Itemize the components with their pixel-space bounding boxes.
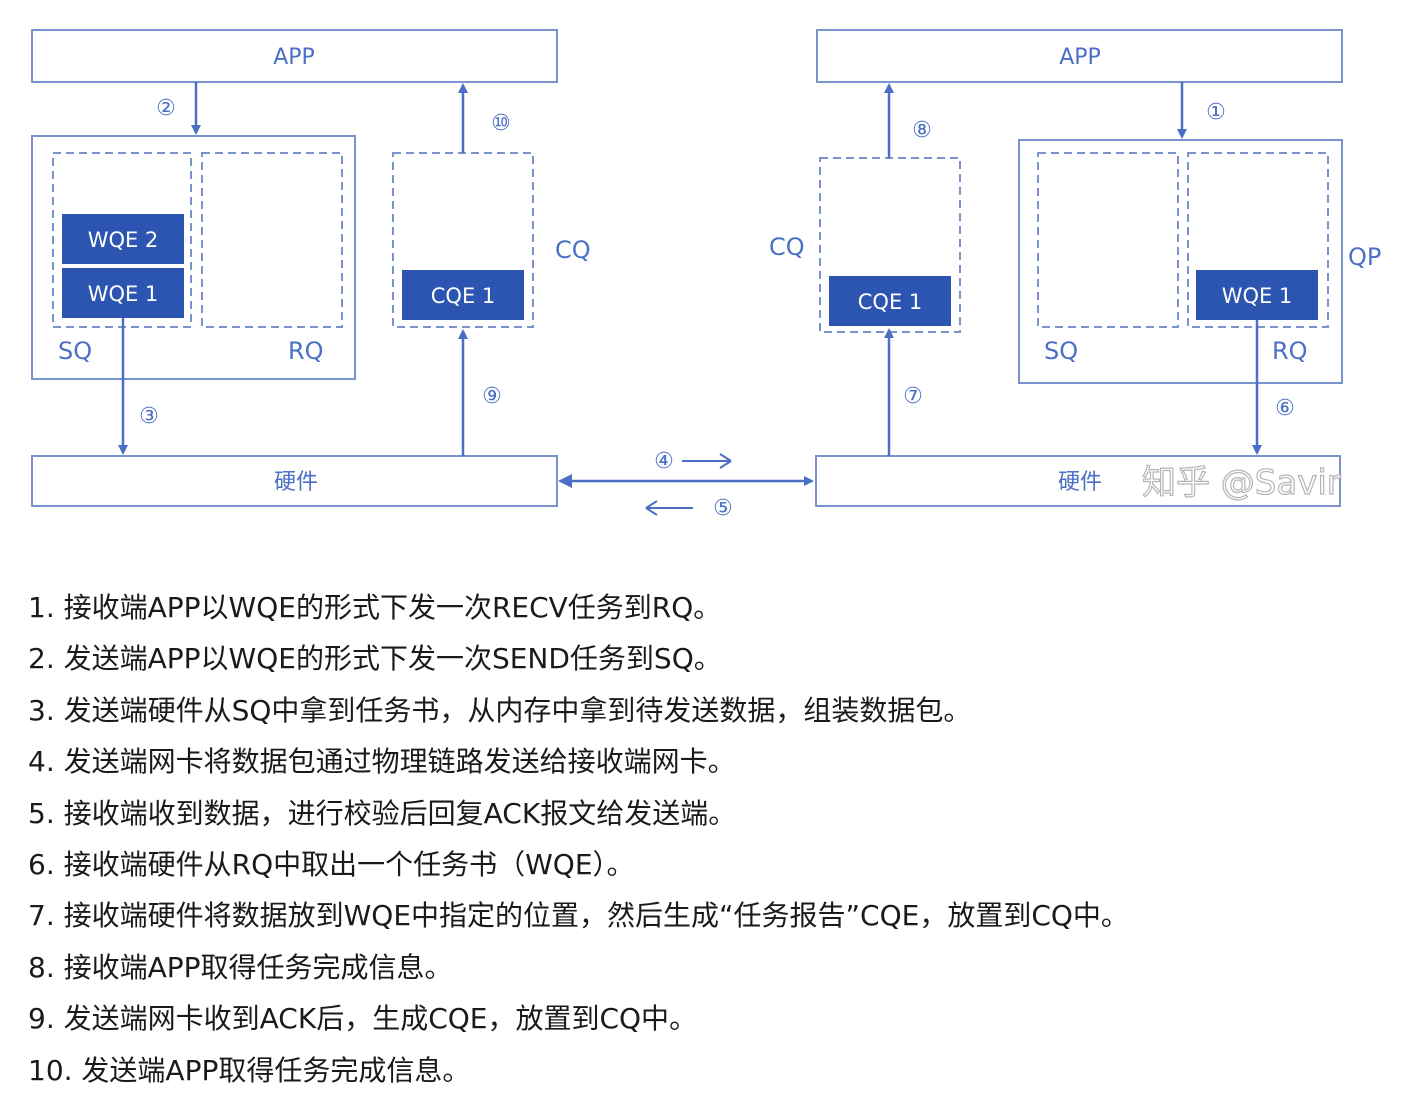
step-item: 9. 发送端网卡收到ACK后，生成CQE，放置到CQ中。	[28, 1002, 698, 1036]
arrow-step-5	[645, 500, 693, 516]
marker-step-6: ⑥	[1275, 396, 1295, 421]
left-hardware-label: 硬件	[274, 470, 318, 495]
step-item: 10. 发送端APP取得任务完成信息。	[28, 1053, 471, 1087]
right-cqe1-label: CQE 1	[858, 290, 923, 314]
watermark-text: 知乎 @Savir	[1142, 463, 1341, 503]
steps-list: 1. 接收端APP以WQE的形式下发一次RECV任务到RQ。 2. 发送端APP…	[28, 582, 1388, 1096]
left-rq-label: RQ	[288, 337, 324, 365]
step-item: 8. 接收端APP取得任务完成信息。	[28, 950, 453, 984]
right-app-label: APP	[1059, 45, 1101, 70]
left-app-label: APP	[273, 45, 315, 70]
marker-step-9: ⑨	[482, 384, 502, 409]
right-cq-label: CQ	[769, 233, 805, 261]
marker-step-4: ④	[654, 449, 674, 474]
left-rq-queue	[201, 152, 343, 328]
right-rq-label: RQ	[1272, 337, 1308, 365]
left-cqe1-entry: CQE 1	[402, 270, 524, 320]
right-qp-box	[1018, 139, 1343, 384]
left-app-box: APP	[31, 29, 558, 83]
step-item: 3. 发送端硬件从SQ中拿到任务书，从内存中拿到待发送数据，组装数据包。	[28, 693, 972, 727]
left-cqe1-label: CQE 1	[431, 284, 496, 308]
right-qp-label: QP	[1348, 243, 1381, 271]
right-sq-queue	[1037, 152, 1179, 328]
link-arrowhead-left	[558, 474, 572, 488]
right-wqe1-entry: WQE 1	[1196, 270, 1318, 320]
step-item: 5. 接收端收到数据，进行校验后回复ACK报文给发送端。	[28, 796, 737, 830]
right-app-box: APP	[816, 29, 1343, 83]
marker-step-10: ⑩	[491, 111, 511, 136]
left-cq-label: CQ	[555, 236, 591, 264]
left-wqe1-label: WQE 1	[88, 282, 159, 306]
arrow-step-4	[682, 453, 732, 469]
marker-step-3: ③	[139, 404, 159, 429]
left-wqe2-entry: WQE 2	[62, 214, 184, 264]
right-hardware-label: 硬件	[1058, 470, 1102, 495]
marker-step-1: ①	[1206, 100, 1226, 125]
step-item: 4. 发送端网卡将数据包通过物理链路发送给接收端网卡。	[28, 745, 736, 779]
right-cqe1-entry: CQE 1	[829, 276, 951, 326]
left-wqe1-entry: WQE 1	[62, 268, 184, 318]
right-hardware-box: 硬件	[815, 455, 1341, 507]
rdma-send-recv-diagram: APP WQE 2 WQE 1 SQ RQ CQE 1 CQ 硬件 ② ③ ⑨ …	[31, 29, 1381, 521]
marker-step-7: ⑦	[903, 384, 923, 409]
step-item: 1. 接收端APP以WQE的形式下发一次RECV任务到RQ。	[28, 591, 722, 624]
marker-step-8: ⑧	[912, 118, 932, 143]
marker-step-5: ⑤	[713, 496, 733, 521]
right-wqe1-label: WQE 1	[1222, 284, 1293, 308]
step-item: 2. 发送端APP以WQE的形式下发一次SEND任务到SQ。	[28, 642, 722, 676]
step-item: 6. 接收端硬件从RQ中取出一个任务书（WQE）。	[28, 847, 635, 881]
right-sq-label: SQ	[1044, 337, 1078, 365]
left-hardware-box: 硬件	[31, 455, 558, 507]
left-sq-label: SQ	[58, 337, 92, 365]
step-item: 7. 接收端硬件将数据放到WQE中指定的位置，然后生成“任务报告”CQE，放置到…	[28, 899, 1129, 933]
marker-step-2: ②	[156, 96, 176, 121]
left-wqe2-label: WQE 2	[88, 228, 159, 252]
